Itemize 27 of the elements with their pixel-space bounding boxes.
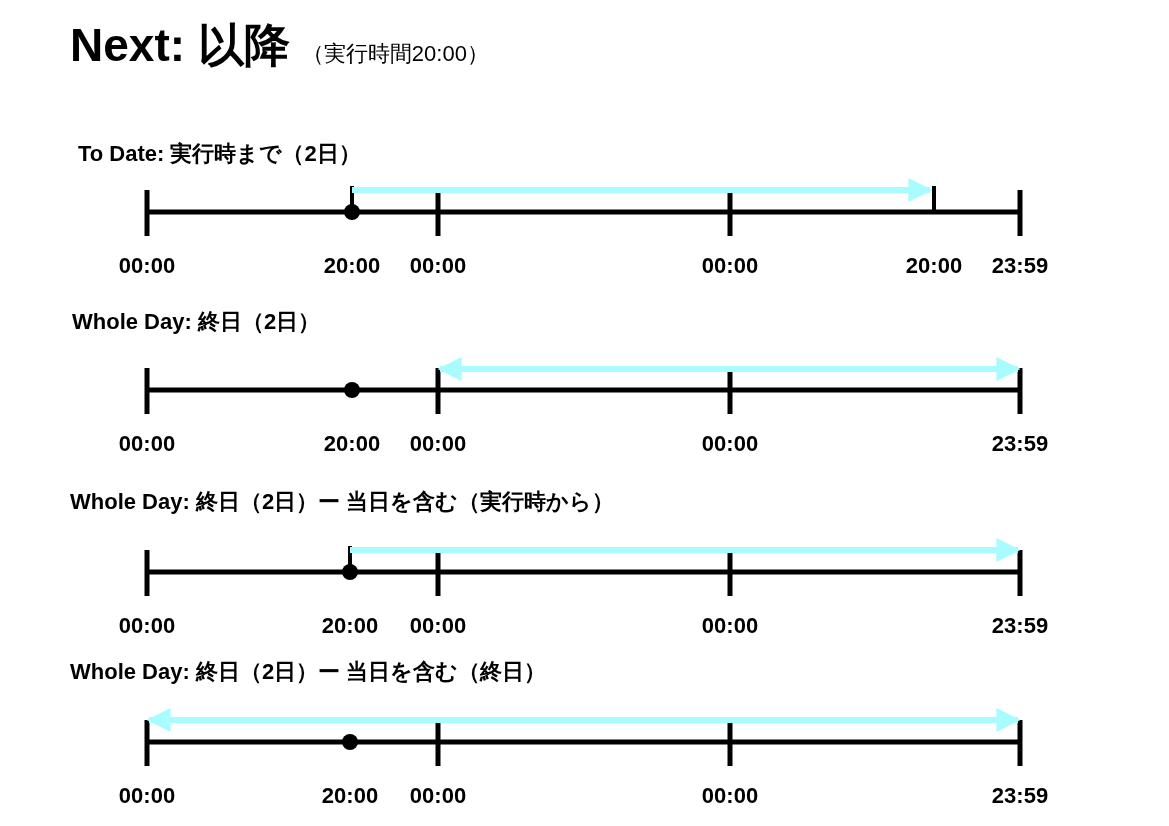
row-heading: Whole Day: 終日（2日） <box>72 308 321 336</box>
row-heading: To Date: 実行時まで（2日） <box>78 140 361 168</box>
subtitle: （実行時間20:00） <box>301 43 489 65</box>
time-label: 23:59 <box>991 430 1049 458</box>
time-label: 00:00 <box>701 612 759 640</box>
time-label: 00:00 <box>409 430 467 458</box>
time-label: 00:00 <box>409 252 467 280</box>
time-label: 20:00 <box>905 252 963 280</box>
time-label: 00:00 <box>118 252 176 280</box>
time-label: 20:00 <box>323 252 381 280</box>
time-label: 00:00 <box>409 782 467 810</box>
time-label: 00:00 <box>118 612 176 640</box>
row-heading: Whole Day: 終日（2日）ー 当日を含む（実行時から） <box>70 488 615 516</box>
time-label: 00:00 <box>701 252 759 280</box>
time-label: 00:00 <box>409 612 467 640</box>
time-label: 23:59 <box>991 782 1049 810</box>
time-label: 00:00 <box>118 782 176 810</box>
time-label: 20:00 <box>321 782 379 810</box>
time-label: 00:00 <box>701 430 759 458</box>
time-label: 00:00 <box>701 782 759 810</box>
time-label: 23:59 <box>991 252 1049 280</box>
time-label: 23:59 <box>991 612 1049 640</box>
title: Next: 以降 <box>70 22 290 68</box>
time-label: 20:00 <box>321 612 379 640</box>
time-label: 20:00 <box>323 430 381 458</box>
row-heading: Whole Day: 終日（2日）ー 当日を含む（終日） <box>70 658 547 686</box>
time-label: 00:00 <box>118 430 176 458</box>
